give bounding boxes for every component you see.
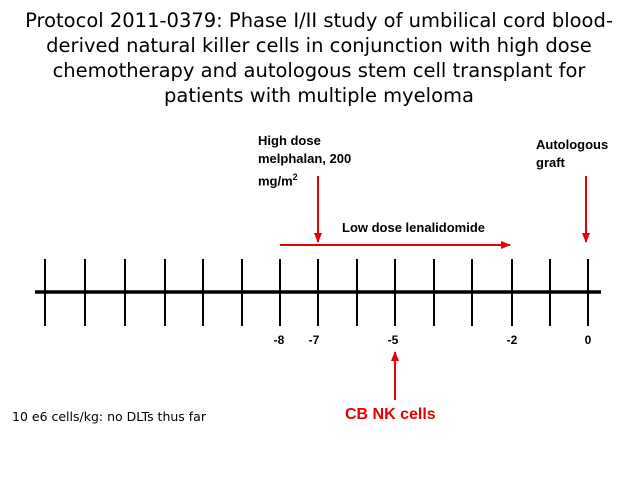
cb-nk-cells-label: CB NK cells	[345, 406, 436, 423]
day-label-minus-7: -7	[308, 333, 320, 347]
autologous-label-line-2: graft	[536, 155, 565, 170]
autologous-graft-label: Autologous graft	[536, 136, 608, 172]
melphalan-label-line-3: mg/m2	[258, 168, 351, 190]
melphalan-unit: mg/m	[258, 173, 293, 189]
title-line-1: Protocol 2011-0379: Phase I/II study of …	[25, 9, 613, 32]
melphalan-label-line-1: High dose	[258, 133, 321, 148]
day-label-0: 0	[584, 333, 592, 347]
dose-note: 10 e6 cells/kg: no DLTs thus far	[12, 409, 206, 424]
melphalan-unit-superscript: 2	[292, 172, 298, 182]
title-line-3: chemotherapy and autologous stem cell tr…	[52, 59, 586, 82]
day-label-minus-5: -5	[387, 333, 399, 347]
day-label-minus-8: -8	[273, 333, 285, 347]
title-line-2: derived natural killer cells in conjunct…	[46, 34, 592, 57]
timeline-ticks	[44, 259, 589, 326]
lenalidomide-label: Low dose lenalidomide	[342, 220, 486, 235]
slide-title: Protocol 2011-0379: Phase I/II study of …	[4, 8, 634, 108]
melphalan-label-line-2: melphalan, 200	[258, 151, 352, 166]
autologous-label-line-1: Autologous	[536, 137, 609, 152]
melphalan-label: High dose melphalan, 200 mg/m2	[258, 132, 351, 190]
day-label-minus-2: -2	[506, 333, 518, 347]
title-line-4: patients with multiple myeloma	[164, 84, 474, 107]
